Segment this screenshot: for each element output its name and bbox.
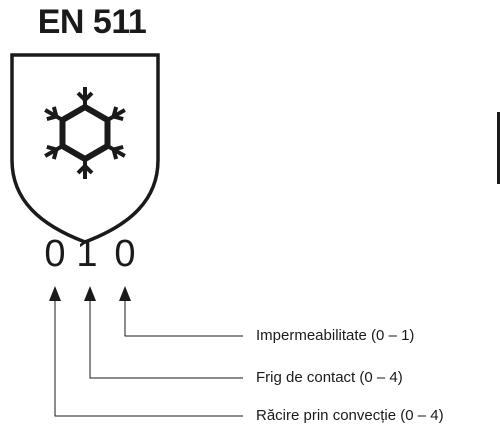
standard-title: EN 511 <box>37 3 147 41</box>
rating-digit-convective-cold: 0 <box>44 233 66 275</box>
arrow-up-icon <box>84 286 96 301</box>
rating-digit-water-penetration: 0 <box>114 233 136 275</box>
legend-label-contact-cold: Frig de contact (0 – 4) <box>256 369 403 386</box>
legend-label-water-penetration: Impermeabilitate (0 – 1) <box>256 327 415 344</box>
arrow-up-icon <box>49 286 61 301</box>
leader-line-contact-cold <box>89 300 243 379</box>
leader-line-convective-cold <box>54 300 243 417</box>
edge-bar <box>497 112 500 184</box>
legend-label-convective-cold: Răcire prin convecție (0 – 4) <box>256 407 444 424</box>
leader-line-water-penetration <box>124 300 243 337</box>
rating-digit-contact-cold: 1 <box>76 233 98 275</box>
arrow-up-icon <box>119 286 131 301</box>
snowflake-icon <box>44 87 126 179</box>
